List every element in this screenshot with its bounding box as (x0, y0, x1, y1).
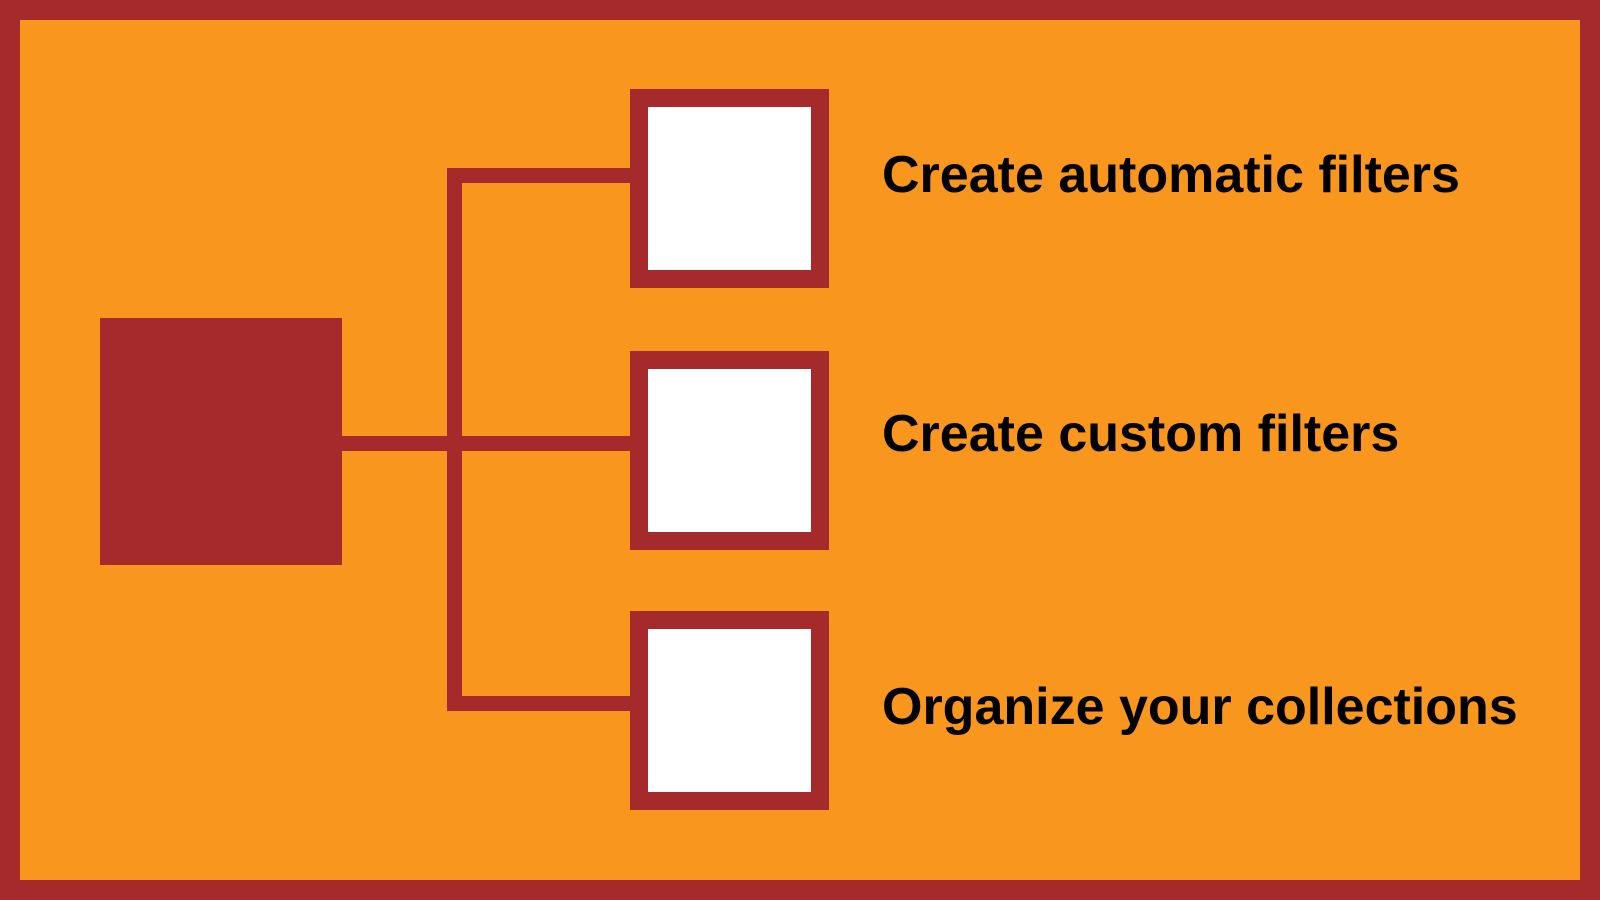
connector-root-to-middle (342, 436, 630, 451)
node-box-organize-collections (630, 611, 829, 810)
branch-label-automatic-filters: Create automatic filters (882, 146, 1460, 204)
connector-branch-top (447, 168, 630, 183)
node-box-custom-filters (630, 351, 829, 550)
connector-vertical-trunk (447, 168, 462, 711)
connector-branch-bottom (447, 696, 630, 711)
root-node-square (100, 318, 342, 565)
branch-label-organize-collections: Organize your collections (882, 678, 1518, 736)
branch-label-custom-filters: Create custom filters (882, 405, 1400, 463)
node-box-automatic-filters (630, 89, 829, 288)
